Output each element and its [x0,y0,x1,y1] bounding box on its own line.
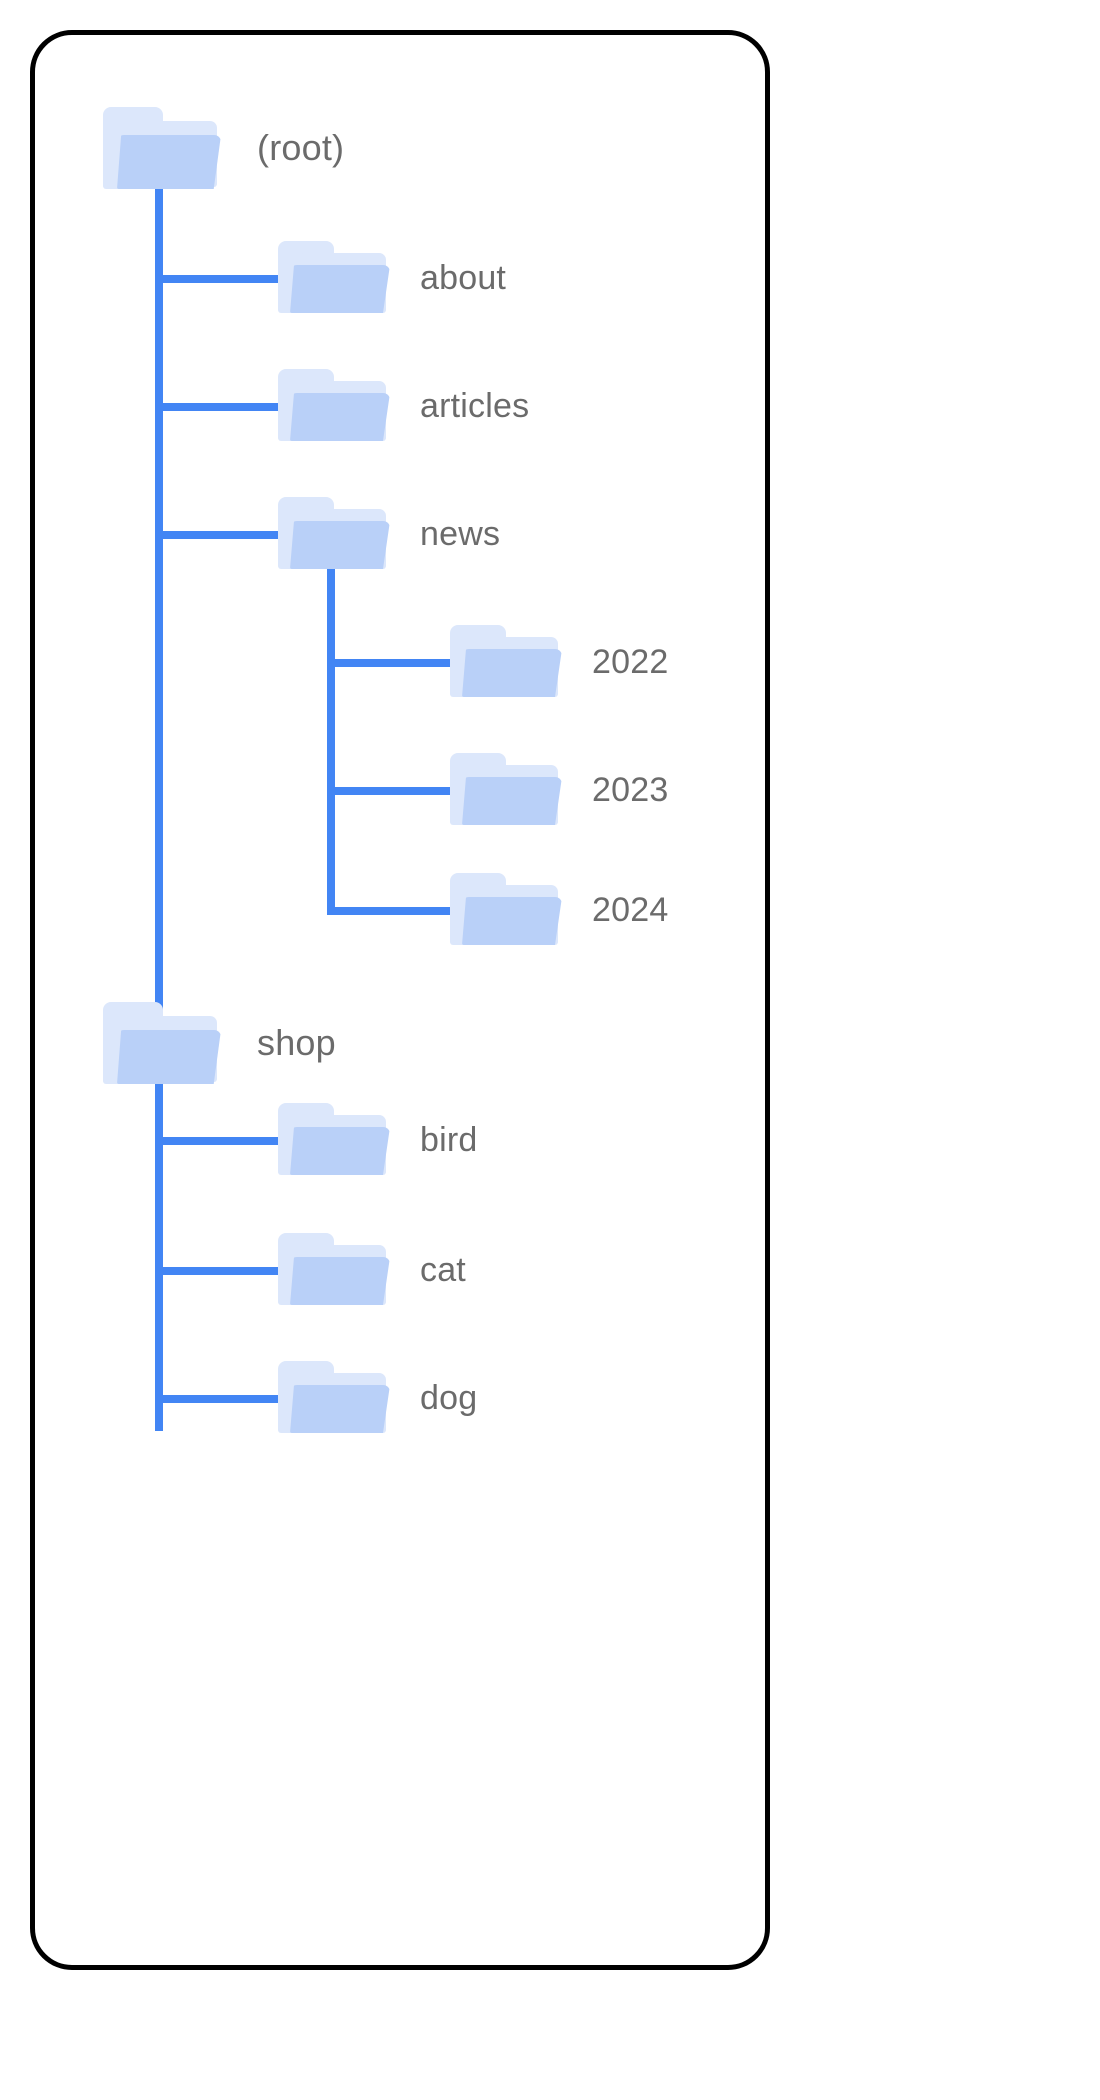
tree-node-2022[interactable]: 2022 [450,622,668,702]
folder-icon [103,103,225,193]
folder-icon [450,870,566,950]
connector-root-to-about [155,275,283,283]
connector-news-to-2022 [327,659,455,667]
folder-icon [278,1358,394,1438]
tree-node-2023[interactable]: 2023 [450,750,668,830]
tree-node-label: 2022 [592,642,669,681]
connector-news-spine [327,563,335,915]
tree-node-about[interactable]: about [278,238,506,318]
folder-icon [278,494,394,574]
connector-root-spine [155,183,163,1035]
connector-shop-to-dog [155,1395,283,1403]
folder-icon [278,1100,394,1180]
tree-node-label: (root) [257,127,345,168]
connector-root-to-articles [155,403,283,411]
folder-icon [450,750,566,830]
tree-node-news[interactable]: news [278,494,500,574]
tree-node-bird[interactable]: bird [278,1100,478,1180]
tree-node-label: cat [420,1250,466,1289]
diagram-card: (root) about articles [30,30,770,1970]
connector-shop-to-cat [155,1267,283,1275]
tree-node-label: 2023 [592,770,669,809]
folder-icon [278,366,394,446]
tree-canvas: (root) about articles [35,35,765,1965]
connector-shop-spine [155,1035,163,1431]
tree-node-2024[interactable]: 2024 [450,870,668,950]
tree-node-label: news [420,514,501,553]
folder-icon [278,1230,394,1310]
tree-node-label: 2024 [592,890,669,929]
connector-news-to-2023 [327,787,455,795]
tree-node-cat[interactable]: cat [278,1230,466,1310]
connector-news-to-2024 [327,907,455,915]
tree-node-label: articles [420,386,530,425]
tree-node-label: shop [257,1022,336,1063]
tree-node-articles[interactable]: articles [278,366,529,446]
connector-root-to-news [155,531,283,539]
tree-node-dog[interactable]: dog [278,1358,477,1438]
folder-icon [450,622,566,702]
tree-node-label: about [420,258,507,297]
tree-node-root[interactable]: (root) [103,103,344,193]
folder-icon [278,238,394,318]
folder-icon [103,998,225,1088]
tree-node-label: bird [420,1120,478,1159]
tree-node-shop[interactable]: shop [103,998,336,1088]
connector-shop-to-bird [155,1137,283,1145]
tree-node-label: dog [420,1378,478,1417]
